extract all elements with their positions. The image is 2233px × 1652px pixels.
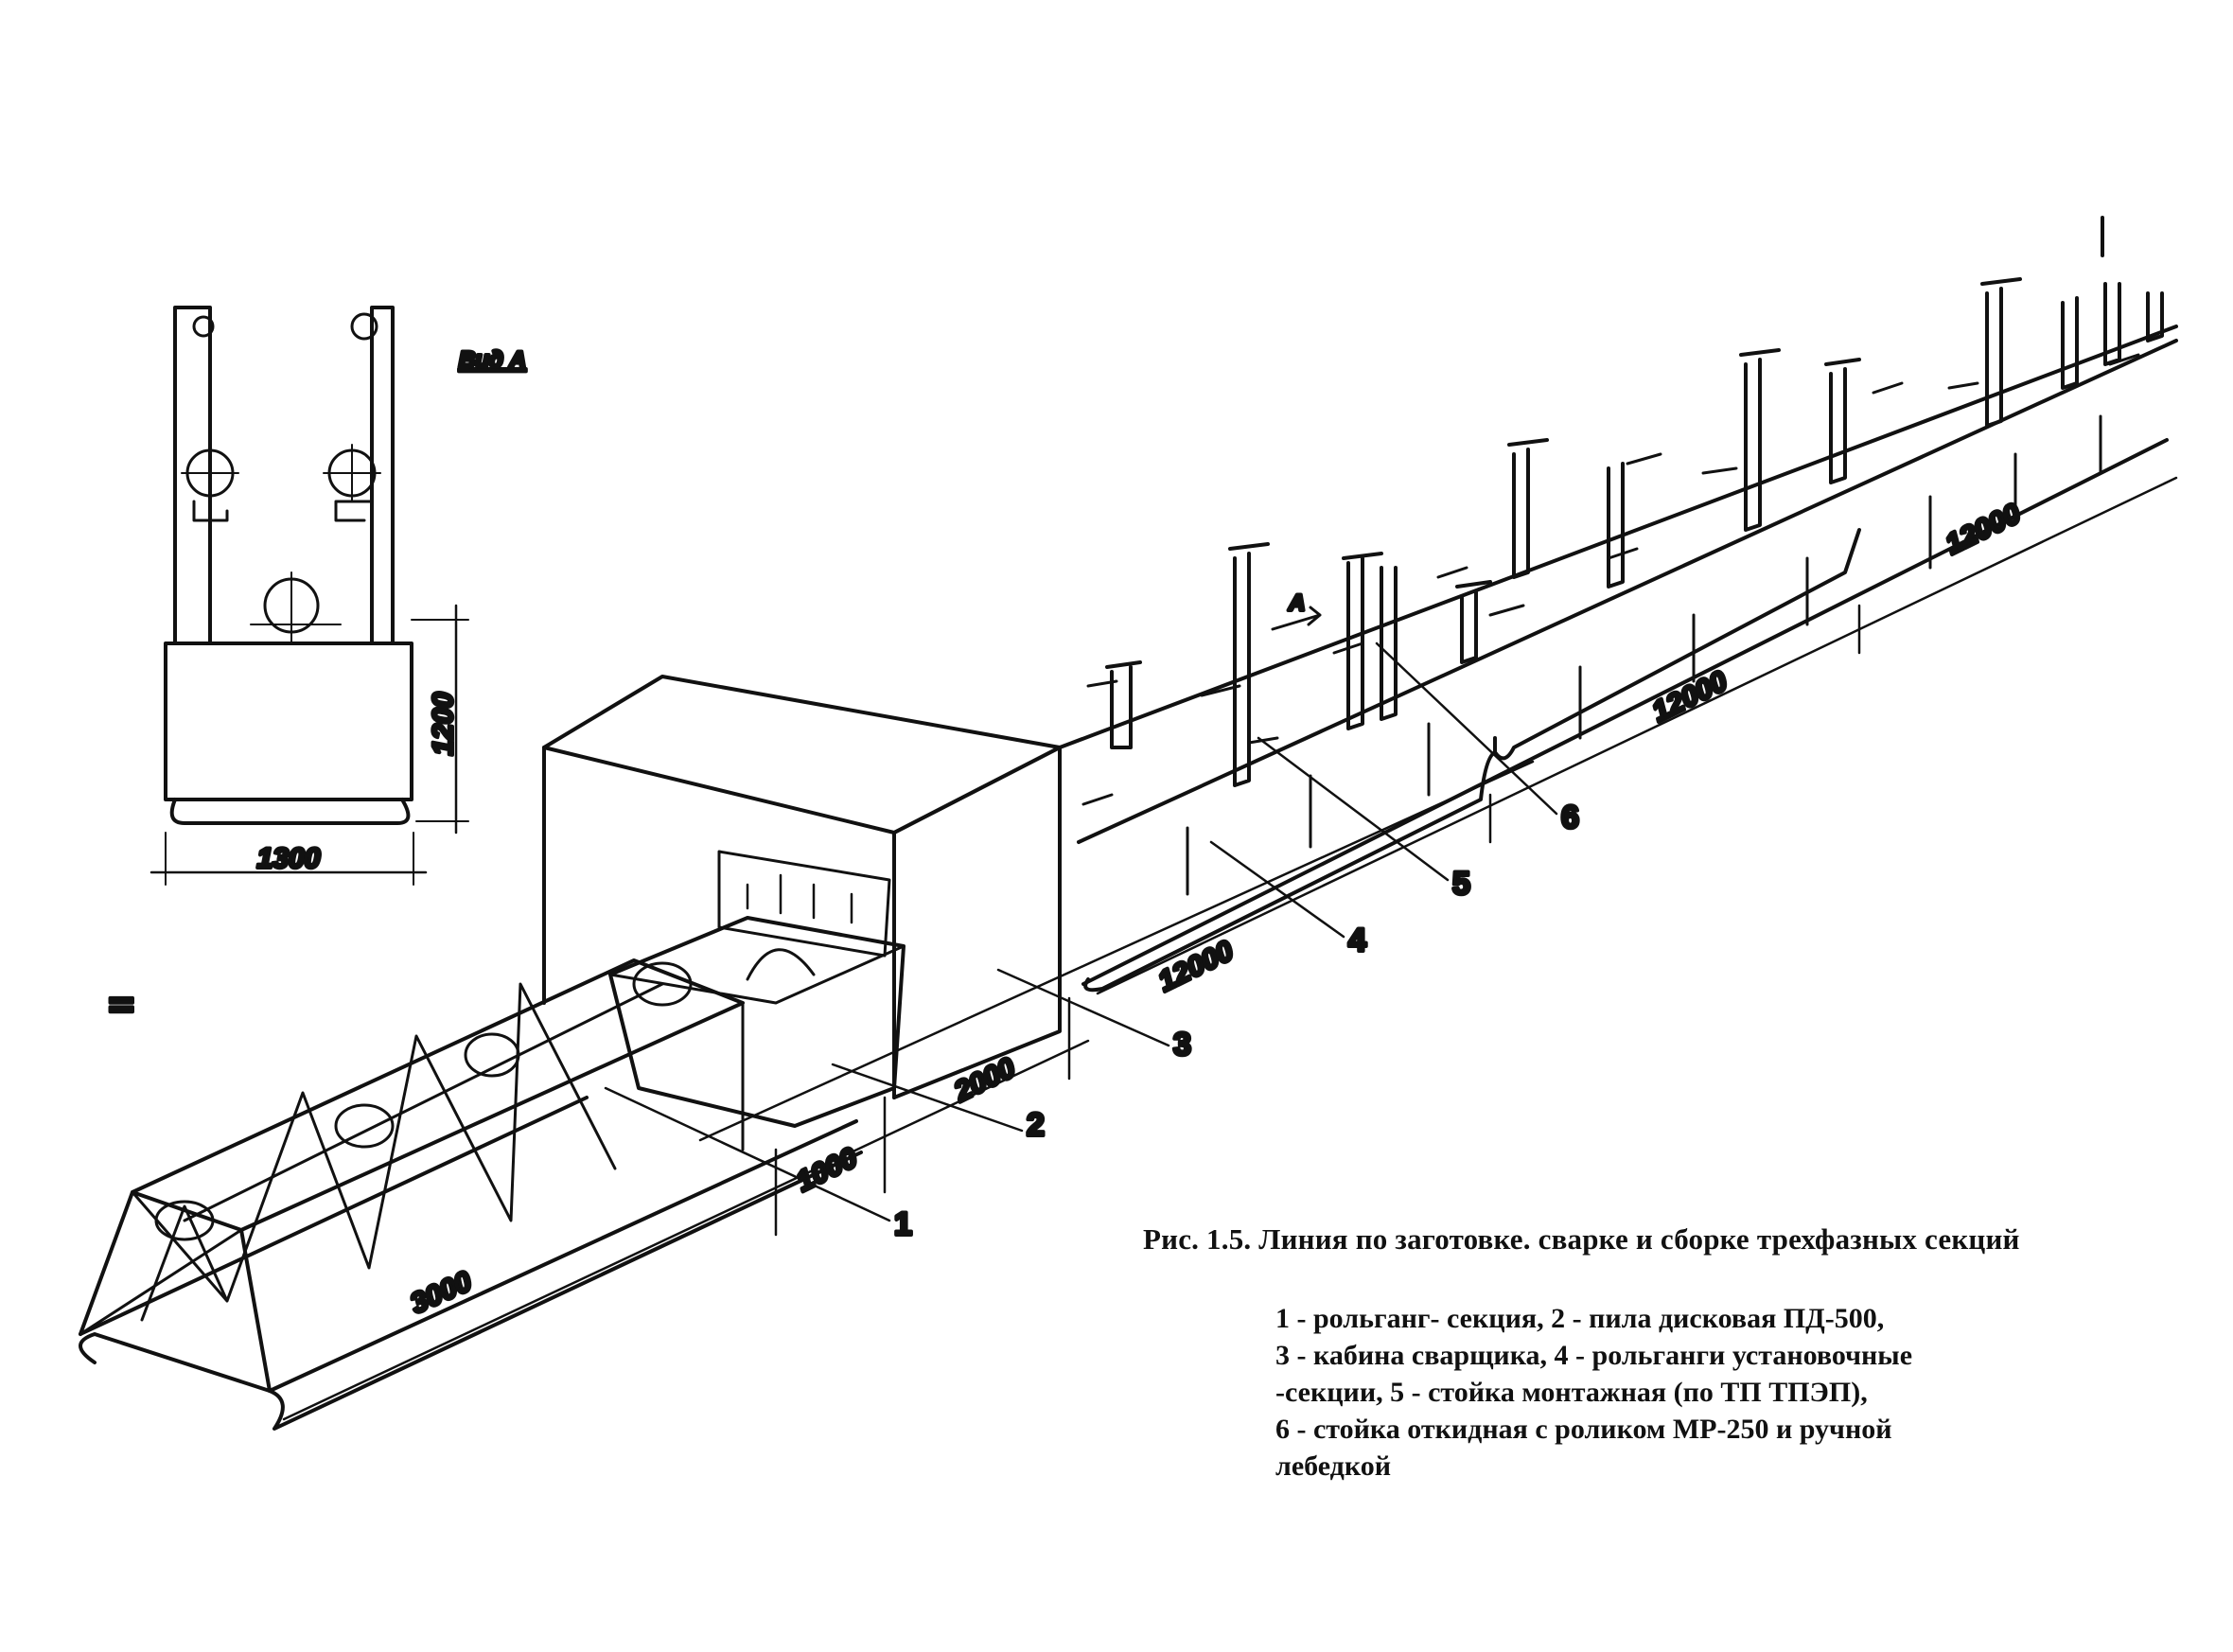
inset-right-post (370, 306, 395, 645)
caption-legend: 1 - рольганг- секция, 2 - пила дисковая … (1275, 1300, 2203, 1485)
inset-right-top-roller (350, 312, 378, 341)
view-a-arrow-label: А (1288, 590, 1305, 616)
leader-5 (1257, 736, 1450, 882)
cabin-side (892, 746, 1062, 1099)
welder-cabin (542, 675, 1062, 1099)
leader-1 (604, 1086, 891, 1222)
roller-2 (334, 1103, 395, 1149)
roller-table-runner (79, 1151, 863, 1431)
roller-1 (154, 1200, 215, 1241)
inset-left-post (173, 306, 212, 645)
callout-4: 4 (1348, 923, 1366, 958)
installation-table-top-edge (1058, 325, 2178, 749)
section-mark-i: I (2090, 257, 2091, 258)
caption-title: Рис. 1.5. Линия по заготовке. сварке и с… (1143, 1222, 2020, 1256)
roller-table-frame (79, 958, 863, 1431)
installation-tables (1058, 277, 2178, 993)
leader-3 (996, 968, 1170, 1047)
legend-line: -секции, 5 - стойка монтажная (по ТП ТПЭ… (1275, 1377, 1868, 1408)
installation-table-bottom-edge (1081, 438, 2169, 986)
inset-base-box (164, 641, 413, 801)
roller-table-left-rail (79, 1190, 134, 1336)
inset-left-top-roller (192, 315, 215, 338)
legend-line: 6 - стойка откидная с роликом МР-250 и р… (1275, 1414, 1892, 1445)
saw-blade (746, 948, 816, 981)
post-brackets (1081, 353, 2140, 806)
dim-12000-b: 12000 (1647, 665, 1732, 728)
dim-line-upper (698, 476, 2178, 1142)
inset-runners (169, 798, 411, 825)
inset-right-bracket (334, 500, 374, 522)
dim-1000: 1000 (792, 1142, 863, 1198)
inset-view-a: Вид А 1200 1300 (149, 306, 528, 886)
installation-table-mid-edge (1077, 339, 2178, 844)
callout-3: 3 (1173, 1027, 1191, 1063)
roller-table-floor-rail (268, 1119, 858, 1393)
cabin-window (717, 850, 891, 958)
view-a-arrow (1271, 606, 1322, 631)
callout-2: 2 (1027, 1107, 1045, 1143)
roller-4 (632, 961, 693, 1007)
callout-1: 1 (894, 1206, 912, 1242)
legend-line: 1 - рольганг- секция, 2 - пила дисковая … (1275, 1303, 1885, 1334)
dim-12000-c: 12000 (1941, 498, 2026, 560)
dim-ext-lines (774, 604, 1861, 1237)
circular-saw (608, 916, 906, 1128)
roller-table-bottom-rail (79, 1096, 589, 1336)
installation-table-runner (1083, 528, 1861, 993)
leader-6 (1375, 641, 1558, 816)
saw-body (608, 916, 906, 1128)
dim-line-base (282, 1039, 1090, 1421)
roller-table-truss (79, 982, 745, 1336)
legend-line: 3 - кабина сварщика, 4 - рольганги устан… (1275, 1340, 1913, 1371)
cabin-window-flame (746, 873, 853, 924)
saw-body-top (608, 916, 906, 1005)
figure-caption: Рис. 1.5. Линия по заготовке. сварке и с… (1143, 1222, 2203, 1485)
inset-dim-height: 1200 (428, 692, 459, 755)
inset-dim-width: 1300 (257, 843, 321, 874)
leader-2 (831, 1063, 1024, 1133)
leader-lines (604, 641, 1558, 1222)
section-mark-ii: II (104, 996, 140, 1014)
callout-5: 5 (1452, 866, 1470, 902)
legend-line: лебедкой (1275, 1450, 1392, 1482)
cabin-front (542, 746, 896, 1099)
inset-left-bracket (192, 500, 229, 522)
callout-6: 6 (1561, 800, 1579, 835)
roller-shaft (183, 982, 664, 1222)
posts (1105, 277, 2164, 787)
leader-4 (1209, 840, 1345, 939)
dimension-lines (282, 476, 2178, 1421)
view-a-label: Вид А (459, 347, 526, 373)
cabin-roof (542, 675, 1062, 835)
table-dividers (1186, 414, 2102, 896)
